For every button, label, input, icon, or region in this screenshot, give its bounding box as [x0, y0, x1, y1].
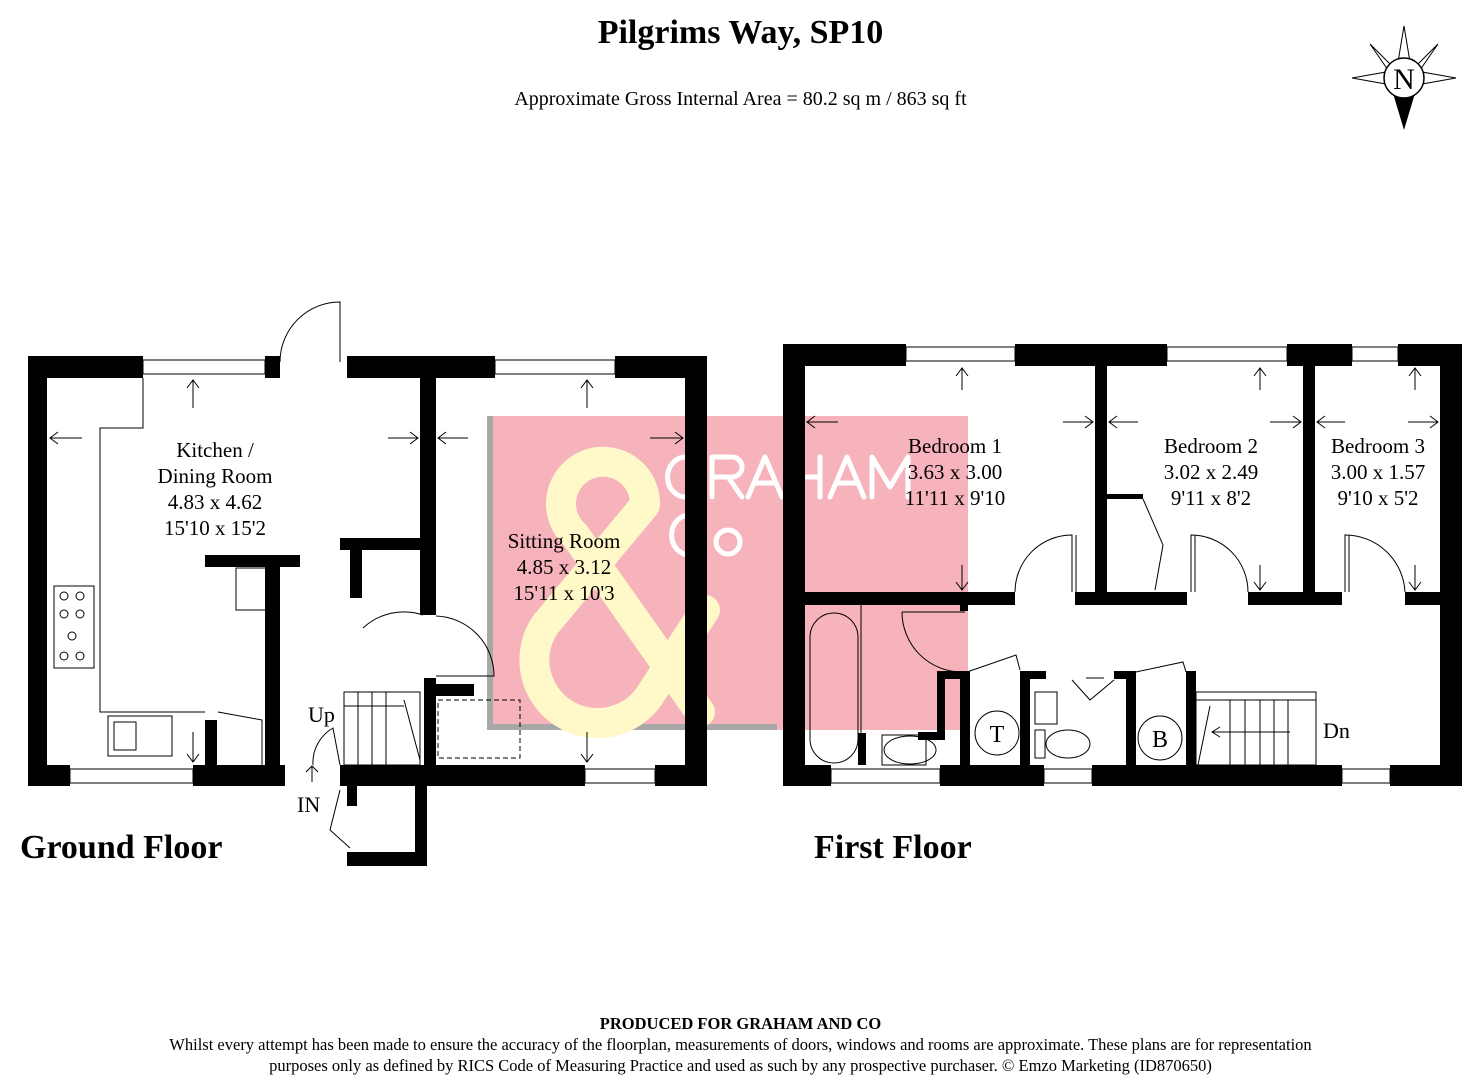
room-dimensions-metric: 4.83 x 4.62 [167, 490, 263, 514]
room-sitting-room: Sitting Room 4.85 x 3.12 15'11 x 10'3 [480, 528, 648, 606]
room-dimensions-metric: 3.63 x 3.00 [907, 460, 1003, 484]
dimension-arrows [49, 379, 684, 763]
room-bedroom-1: Bedroom 1 3.63 x 3.00 11'11 x 9'10 [880, 433, 1030, 511]
ground-floor-walls [28, 356, 707, 866]
stairs-up-label: Up [308, 702, 335, 727]
room-dimensions-metric: 3.02 x 2.49 [1163, 460, 1259, 484]
ground-floor-fixtures [53, 301, 656, 849]
room-dimensions-imperial: 9'11 x 8'2 [1170, 486, 1252, 510]
room-name: Bedroom 2 [1164, 434, 1258, 458]
room-dimensions-metric: 4.85 x 3.12 [516, 555, 612, 579]
tank-label: T [990, 722, 1005, 748]
room-kitchen-dining: Kitchen / Dining Room 4.83 x 4.62 15'10 … [130, 437, 300, 541]
entrance-label: IN [297, 792, 321, 817]
first-floor-walls [783, 344, 1462, 786]
compass-icon: N [1351, 25, 1457, 130]
room-bedroom-2: Bedroom 2 3.02 x 2.49 9'11 x 8'2 [1136, 433, 1286, 511]
footer-produced-for: PRODUCED FOR GRAHAM AND CO [599, 1014, 882, 1033]
watermark-logo [487, 416, 968, 739]
boiler-label: B [1152, 727, 1168, 753]
room-name: Kitchen / [176, 438, 254, 462]
room-bedroom-3: Bedroom 3 3.00 x 1.57 9'10 x 5'2 [1306, 433, 1450, 511]
page-title: Pilgrims Way, SP10 [597, 14, 884, 51]
gross-area: Approximate Gross Internal Area = 80.2 s… [514, 88, 967, 110]
room-name: Dining Room [157, 464, 273, 488]
first-floor-fixtures [809, 346, 1406, 784]
footer-disclaimer-line-1: Whilst every attempt has been made to en… [169, 1035, 1312, 1054]
room-dimensions-metric: 3.00 x 1.57 [1330, 460, 1426, 484]
room-dimensions-imperial: 11'11 x 9'10 [904, 486, 1006, 510]
room-dimensions-imperial: 15'10 x 15'2 [163, 516, 267, 540]
first-floor-dimension-arrows [806, 367, 1439, 591]
room-name: Sitting Room [507, 529, 621, 553]
room-dimensions-imperial: 15'11 x 10'3 [513, 581, 615, 605]
stairs-down-label: Dn [1323, 718, 1350, 743]
watermark-ampersand-shape [519, 446, 720, 739]
room-dimensions-imperial: 9'10 x 5'2 [1337, 486, 1419, 510]
room-name: Bedroom 1 [908, 434, 1002, 458]
first-floor-label: First Floor [814, 829, 972, 866]
compass-north-label: N [1393, 63, 1415, 96]
footer-disclaimer-line-2: purposes only as defined by RICS Code of… [269, 1056, 1212, 1075]
ground-floor-label: Ground Floor [20, 829, 223, 866]
room-name: Bedroom 3 [1331, 434, 1425, 458]
